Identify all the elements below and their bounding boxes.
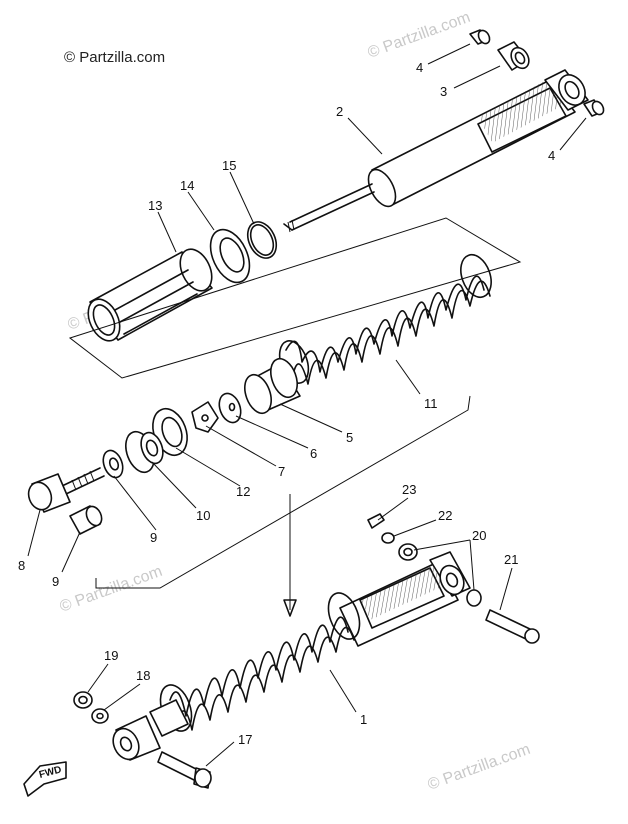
part-washer-20a	[398, 543, 418, 561]
part-nut-10	[102, 449, 124, 479]
part-pin-23	[367, 513, 385, 529]
watermark-bottom-left: © Partzilla.com	[58, 563, 165, 616]
part-bushing-4-right	[583, 99, 605, 117]
callout-19: 19	[104, 648, 118, 663]
callout-13: 12	[236, 484, 250, 499]
callout-14: 13	[148, 198, 162, 213]
part-spring-guide-14	[87, 248, 213, 342]
watermark-bottom-right: © Partzilla.com	[426, 741, 533, 794]
part-damper-2	[283, 69, 589, 233]
callout-21: 21	[504, 552, 518, 567]
callout-12: 11	[424, 396, 438, 411]
callout-4-top: 4	[416, 60, 423, 75]
callout-2: 2	[336, 104, 343, 119]
callout-17: 17	[238, 732, 252, 747]
callout-23: 23	[402, 482, 416, 497]
part-washer-22	[381, 532, 395, 544]
fwd-arrow-icon: FWD	[23, 761, 67, 797]
part-collar-3	[497, 41, 530, 71]
leader-lines	[27, 43, 587, 767]
callout-labels: 4 3 4 2 13 14 15 11 5 6 7 12 10 9 8 9 23…	[18, 60, 555, 747]
part-bushing-4-top	[469, 29, 491, 45]
assembly-bracket-bottom	[95, 395, 471, 617]
part-seat-11	[125, 430, 164, 474]
callout-18: 18	[136, 668, 150, 683]
watermark-main: © Partzilla.com	[64, 49, 165, 66]
callout-10: 9	[150, 530, 157, 545]
callout-1: 1	[360, 712, 367, 727]
part-plate-7	[191, 401, 219, 433]
part-washer-20b	[466, 589, 482, 607]
callout-22: 22	[438, 508, 452, 523]
part-nut-19	[73, 691, 93, 709]
callout-15: 14	[180, 178, 194, 193]
watermark-top-right: © Partzilla.com	[366, 9, 473, 62]
callout-3: 3	[440, 84, 447, 99]
part-washer-18	[91, 708, 109, 724]
part-bolt-17	[157, 751, 212, 789]
part-bolt-21	[485, 609, 540, 644]
callout-8: 8	[18, 558, 25, 573]
part-spring-12	[278, 253, 492, 385]
part-washer-6	[218, 392, 242, 424]
assembly-bracket-top	[68, 217, 522, 379]
callout-4-right: 4	[548, 148, 555, 163]
part-shock-assembly-1	[112, 551, 471, 761]
part-eye-8	[27, 467, 105, 513]
callout-7: 7	[278, 464, 285, 479]
callout-16: 15	[222, 158, 236, 173]
part-collar-5	[244, 357, 301, 415]
callout-11: 10	[196, 508, 210, 523]
callout-6: 6	[310, 446, 317, 461]
part-seat-15	[209, 228, 251, 284]
callout-20: 20	[472, 528, 486, 543]
callout-5: 5	[346, 430, 353, 445]
callout-9: 9	[52, 574, 59, 589]
part-bushing-9	[69, 505, 103, 535]
